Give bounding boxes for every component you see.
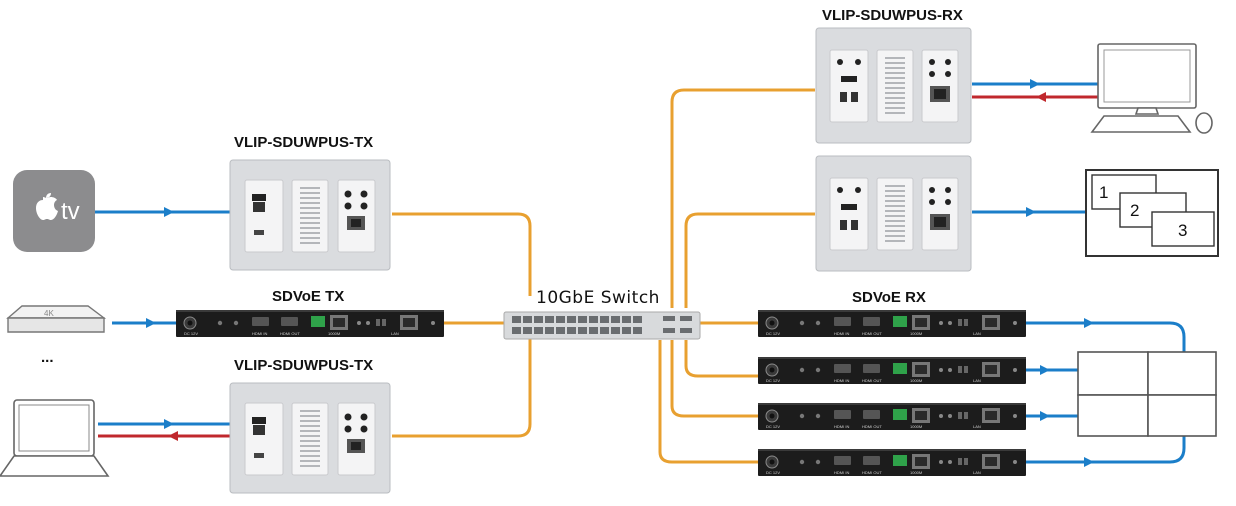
- sdvoe-rx-box-4: [757, 448, 1027, 477]
- box-badge: 4K: [44, 309, 54, 318]
- more-sources-ellipsis: ...: [41, 349, 54, 366]
- sdvoe-rx-box-1: [757, 309, 1027, 338]
- signal-links: [95, 79, 1186, 467]
- apple-tv-text: tv: [61, 198, 80, 225]
- tx-wallplate-bottom: [229, 382, 391, 494]
- network-switch: [503, 311, 701, 340]
- sdvoe-rx-box-3: [757, 402, 1027, 431]
- laptop-icon: [0, 399, 110, 477]
- label-sdvoe-tx: SDVoE TX: [272, 288, 344, 305]
- tx-wallplate-top: [229, 159, 391, 271]
- multiview-display: 1 2 3: [1085, 169, 1219, 257]
- label-rx-top: VLIP-SDUWPUS-RX: [822, 7, 963, 24]
- rx-wallplate-middle: [815, 155, 972, 272]
- desktop-computer-icon: [1090, 43, 1213, 134]
- apple-tv-icon: tv: [13, 170, 95, 252]
- label-switch: 10GbE Switch: [536, 288, 660, 308]
- label-sdvoe-rx: SDVoE RX: [852, 289, 926, 306]
- media-box-icon: 4K: [6, 305, 107, 333]
- sdvoe-tx-box: [175, 309, 445, 338]
- window-label-2: 2: [1130, 201, 1139, 220]
- label-tx-bottom: VLIP-SDUWPUS-TX: [234, 357, 373, 374]
- label-tx-top: VLIP-SDUWPUS-TX: [234, 134, 373, 151]
- rx-wallplate-top: [815, 27, 972, 144]
- video-wall: [1077, 351, 1217, 437]
- fiber-links: [392, 88, 815, 464]
- window-label-3: 3: [1178, 221, 1187, 240]
- window-label-1: 1: [1099, 183, 1108, 202]
- sdvoe-rx-box-2: [757, 356, 1027, 385]
